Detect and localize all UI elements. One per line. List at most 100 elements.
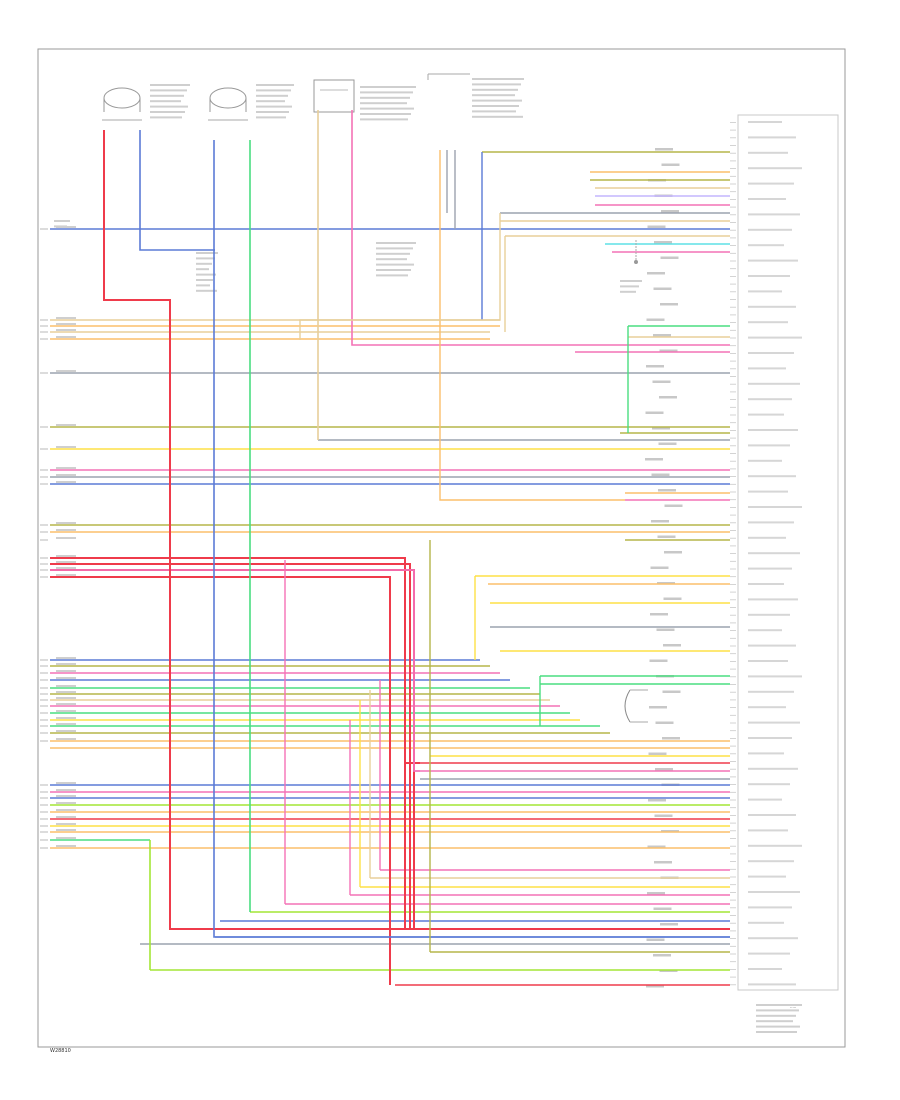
pin-tick: [730, 853, 736, 855]
pin-tick: [730, 406, 736, 408]
text-bar: [196, 252, 218, 254]
connector-label: [652, 427, 670, 430]
pin-tick: [730, 152, 736, 154]
connector-label: [646, 938, 665, 941]
text-bar: [756, 1009, 799, 1012]
pin-tick: [730, 838, 736, 839]
pin-tick: [730, 276, 736, 277]
text-bar: [256, 89, 291, 92]
text-bar: [756, 1004, 802, 1006]
pin-tick: [730, 945, 736, 947]
pin-stub-label: [56, 522, 76, 524]
pin-tick: [730, 376, 736, 377]
text-bar: [376, 252, 410, 255]
pin-stub-label: [56, 561, 76, 563]
pin-label-bar: [748, 552, 800, 555]
connector-label: [661, 163, 680, 166]
sensor-1: [102, 87, 142, 121]
pin-tick: [730, 537, 736, 539]
text-bar: [360, 96, 410, 99]
pin-stub-label: [56, 329, 76, 331]
pin-stub-label: [56, 710, 76, 712]
text-bar: [54, 220, 70, 222]
pin-stub-label: [56, 370, 76, 372]
pin-tick: [730, 160, 736, 162]
pin-label-bar: [748, 352, 794, 354]
pin-tick: [730, 584, 736, 585]
pin-tick: [730, 353, 736, 354]
pin-label-bar: [748, 660, 788, 662]
pin-stub: [40, 831, 48, 833]
pin-label-bar: [748, 767, 798, 770]
pin-tick: [730, 414, 736, 416]
text-bar: [620, 280, 642, 282]
connector-label: [653, 954, 671, 957]
pin-tick: [730, 630, 736, 631]
text-bar: [376, 274, 408, 277]
pin-stub: [40, 563, 48, 565]
pin-label-bar: [748, 798, 782, 801]
pin-tick: [730, 976, 736, 978]
pin-tick: [730, 222, 736, 223]
pin-label-bar: [748, 690, 794, 693]
pin-tick: [730, 938, 736, 939]
pin-stub: [40, 228, 48, 230]
pin-tick: [730, 668, 736, 670]
wire-sensor3-pink: [351, 110, 628, 346]
diagram-border: [37, 48, 846, 1048]
pin-label-bar: [748, 567, 792, 570]
connector-label: [655, 148, 673, 151]
text-bar: [196, 262, 212, 265]
pin-label-bar: [748, 444, 790, 447]
connector-label: [645, 458, 663, 461]
pin-tick: [730, 291, 736, 293]
pin-tick: [730, 191, 736, 193]
pin-tick: [730, 306, 736, 308]
pin-stub-label: [56, 697, 76, 699]
pin-label-bar: [748, 521, 794, 524]
pin-stub: [40, 699, 48, 701]
pin-stub-label: [56, 685, 76, 687]
sensor-3: [313, 79, 355, 113]
pin-tick: [730, 599, 736, 601]
connector-label: [663, 597, 682, 600]
text-bar: [376, 269, 411, 271]
connector-label: [664, 504, 683, 507]
pin-stub-label: [56, 424, 76, 426]
pin-label-bar: [748, 737, 792, 739]
pin-stub-label: [56, 723, 76, 725]
pin-tick: [730, 437, 736, 439]
connector-label: [660, 303, 678, 306]
connector-label: [649, 659, 668, 662]
pin-tick: [730, 622, 736, 624]
pin-stub-label: [56, 657, 76, 659]
pin-label-bar: [748, 613, 790, 616]
pin-stub: [40, 825, 48, 827]
pin-tick: [730, 175, 736, 177]
connector-label: [650, 566, 669, 569]
pin-label-bar: [748, 136, 796, 139]
text-bar: [256, 94, 288, 97]
text-bar: [376, 258, 407, 261]
pin-stub: [40, 426, 48, 428]
connector-label: [654, 241, 672, 244]
pin-stub: [40, 811, 48, 813]
pin-stub: [40, 687, 48, 689]
pin-tick: [730, 229, 736, 231]
pin-label-bar: [748, 844, 802, 847]
text-bar: [620, 290, 636, 293]
text-bar: [150, 84, 190, 86]
pin-tick: [730, 252, 736, 254]
pin-label-bar: [748, 860, 794, 863]
pin-stub: [40, 483, 48, 485]
pin-stub: [40, 791, 48, 793]
text-bar: [150, 94, 184, 97]
pin-stub: [40, 693, 48, 695]
connector-label: [659, 396, 677, 399]
connector-label: [654, 814, 673, 817]
pin-label-bar: [748, 891, 800, 893]
pin-tick: [730, 830, 736, 832]
pin-label-bar: [748, 475, 796, 478]
pin-label-bar: [748, 398, 792, 401]
text-bar: [360, 107, 414, 110]
